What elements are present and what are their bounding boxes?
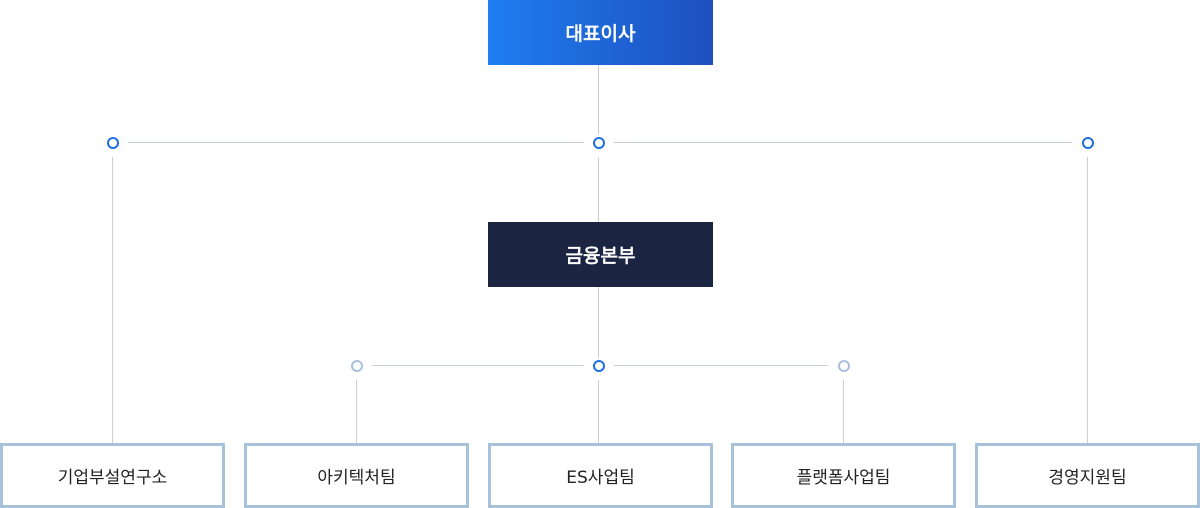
connector-node	[838, 360, 850, 372]
connector-node	[1082, 137, 1094, 149]
division-box: 금융본부	[488, 222, 713, 287]
connector-node	[107, 137, 119, 149]
connector-node	[593, 360, 605, 372]
connector-row2-right	[614, 365, 828, 366]
connector-to-es	[598, 380, 599, 443]
connector-node	[593, 137, 605, 149]
connector-row2-left	[372, 365, 584, 366]
connector-row1-left	[128, 142, 584, 143]
team-box-platform: 플랫폼사업팀	[731, 443, 956, 508]
connector-to-platform	[843, 380, 844, 443]
connector-row1-to-division	[598, 157, 599, 222]
team-box-architecture: 아키텍처팀	[244, 443, 469, 508]
ceo-box: 대표이사	[488, 0, 713, 65]
connector-ceo-to-row1	[598, 65, 599, 135]
connector-to-architecture	[356, 380, 357, 443]
team-box-management: 경영지원팀	[975, 443, 1200, 508]
connector-division-to-row2	[598, 287, 599, 358]
connector-left-to-research	[112, 157, 113, 443]
connector-right-to-management	[1087, 157, 1088, 443]
team-box-research: 기업부설연구소	[0, 443, 225, 508]
team-box-es: ES사업팀	[488, 443, 713, 508]
connector-node	[351, 360, 363, 372]
connector-row1-right	[614, 142, 1072, 143]
